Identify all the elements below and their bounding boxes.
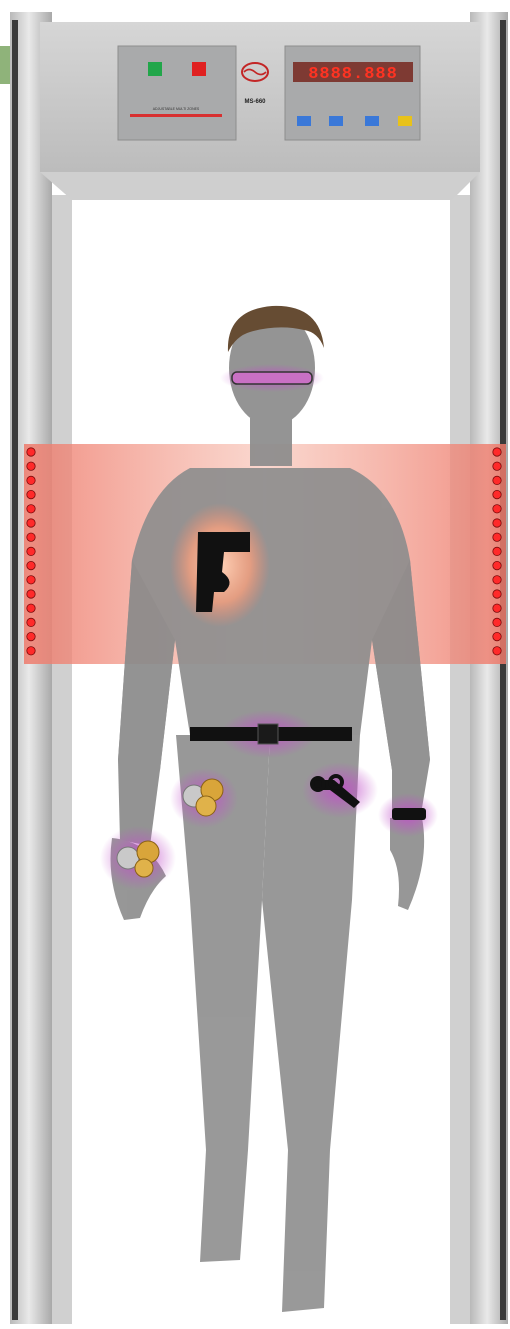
glasses-icon <box>232 372 312 384</box>
model-label: MS-660 <box>244 99 266 105</box>
zone-led-light <box>493 561 501 569</box>
zone-led-light <box>493 490 501 498</box>
led-display: 8888.888 <box>308 65 398 84</box>
zone-led-light <box>27 632 35 640</box>
zone-led-light <box>27 519 35 527</box>
zone-led-light <box>493 448 501 456</box>
zone-led-light <box>27 604 35 612</box>
zone-led-light <box>493 462 501 470</box>
hand-coins-highlight <box>100 826 176 890</box>
zone-led-light <box>493 632 501 640</box>
panel-small-caption: ADJUSTABLE MULTI ZONES <box>153 107 200 111</box>
person-neck <box>250 418 292 466</box>
coin-icon <box>196 796 216 816</box>
right-pillar-inner <box>450 195 470 1324</box>
zone-led-light <box>27 547 35 555</box>
zone-led-light <box>493 576 501 584</box>
coin-icon <box>135 859 153 877</box>
zone-led-light <box>27 462 35 470</box>
left-panel <box>118 46 236 140</box>
zone-led-light <box>27 505 35 513</box>
zone-led-light <box>493 590 501 598</box>
zone-led-light <box>27 490 35 498</box>
wristwatch-icon <box>392 808 426 820</box>
right-pillar-edge <box>500 20 506 1320</box>
zone-led-light <box>27 618 35 626</box>
zone-led-light <box>493 547 501 555</box>
left-pillar-inner <box>52 195 72 1324</box>
zone-led-light <box>493 519 501 527</box>
zone-led-light <box>493 604 501 612</box>
alarm-indicator-light <box>192 62 206 76</box>
wristwatch-highlight <box>378 793 438 837</box>
person-right-leg <box>262 735 360 1312</box>
zone-led-light <box>27 576 35 584</box>
yellow-button[interactable] <box>398 116 412 126</box>
zone-bar-strip <box>130 114 222 117</box>
zone-led-light <box>27 476 35 484</box>
zone-led-light <box>27 590 35 598</box>
pocket-coins-highlight <box>170 768 238 828</box>
left-zone-led-column <box>27 448 35 655</box>
glasses-highlight <box>220 364 324 392</box>
blue-button-2[interactable] <box>329 116 343 126</box>
zone-led-light <box>27 647 35 655</box>
zone-led-light <box>493 647 501 655</box>
zone-led-light <box>27 533 35 541</box>
ok-indicator-light <box>148 62 162 76</box>
zone-led-light <box>493 476 501 484</box>
zone-led-light <box>27 448 35 456</box>
zone-led-light <box>493 505 501 513</box>
right-zone-led-column <box>493 448 501 655</box>
belt-buckle-icon <box>258 724 278 744</box>
zone-led-light <box>493 533 501 541</box>
keys-highlight <box>302 762 378 818</box>
blue-button-1[interactable] <box>297 116 311 126</box>
handgun-highlight <box>170 503 270 627</box>
blue-button-3[interactable] <box>365 116 379 126</box>
zone-led-light <box>493 618 501 626</box>
header-bevel <box>40 172 480 200</box>
left-pillar-edge <box>12 20 18 1320</box>
zone-led-light <box>27 561 35 569</box>
